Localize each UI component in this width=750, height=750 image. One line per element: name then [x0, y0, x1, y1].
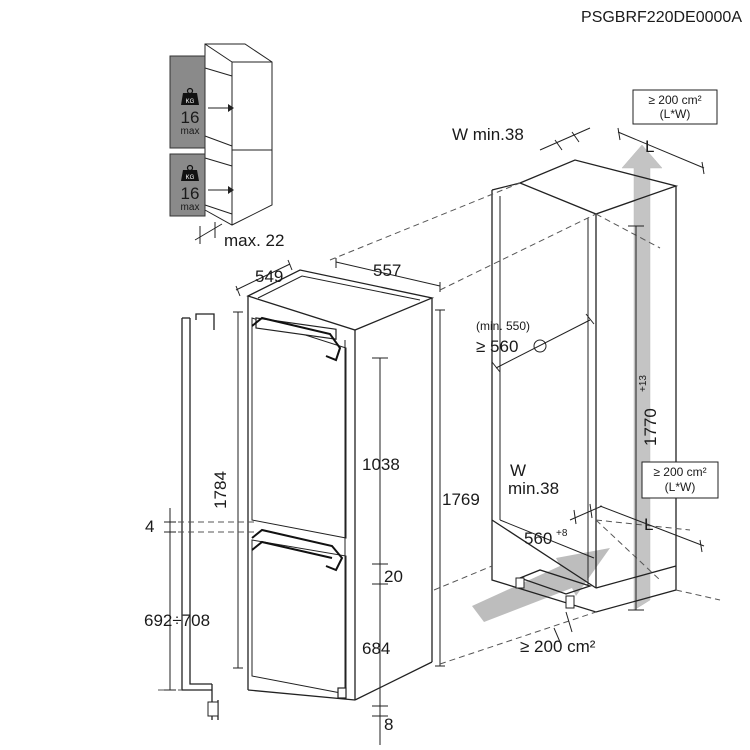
door-gap: 20 — [384, 567, 403, 586]
niche-height: 1770 — [641, 408, 660, 446]
depth-indicator-icon — [533, 339, 547, 353]
niche-width-tolerance: +8 — [556, 528, 568, 539]
niche-height-tolerance: +13 — [638, 375, 649, 392]
niche-drawing: ≥ 200 cm² (L*W) W min.38 L (min. 550) ≥ … — [329, 89, 721, 665]
svg-text:KG: KG — [186, 175, 195, 181]
appliance-drawing: 549 557 1784 1769 1038 20 684 8 — [211, 258, 480, 745]
lower-panel-max: max — [181, 202, 200, 213]
panel-thickness: max. 22 — [224, 231, 284, 250]
model-code: PSGBRF220DE0000A — [581, 9, 742, 26]
kg-weight-icon: KG — [181, 164, 199, 181]
top-vent-width: W min.38 — [452, 125, 524, 144]
top-vent-length: L — [645, 137, 654, 156]
kg-weight-icon: KG — [181, 87, 199, 105]
upper-panel-max: max — [181, 126, 200, 137]
bottom-vent-formula: (L*W) — [665, 480, 696, 494]
width-dimension: 549 — [255, 267, 283, 286]
top-vent-box — [632, 89, 718, 125]
lower-door-panel — [169, 153, 206, 217]
upper-door-height: 1038 — [362, 455, 400, 474]
bottom-vent-box — [641, 461, 719, 499]
top-vent-formula: (L*W) — [660, 107, 691, 121]
niche-width: 560 — [524, 529, 552, 548]
body-height-dimension: 1769 — [442, 490, 480, 509]
niche-depth: ≥ 560 — [476, 337, 518, 356]
lower-door-height: 684 — [362, 639, 390, 658]
plinth-vent-area: ≥ 200 cm² — [520, 637, 596, 656]
bottom-gap: 8 — [384, 715, 393, 734]
lower-panel-weight: 16 — [181, 184, 200, 203]
top-vent-area: ≥ 200 cm² — [648, 93, 701, 107]
door-fixing-profile: 4 692÷708 — [144, 313, 255, 720]
bottom-vent-area: ≥ 200 cm² — [653, 465, 706, 479]
fixing-range: 692÷708 — [144, 611, 210, 630]
total-height-dimension: 1784 — [211, 471, 230, 509]
depth-dimension: 557 — [373, 261, 401, 280]
airflow-arrow-up — [621, 144, 663, 611]
svg-text:KG: KG — [186, 99, 195, 105]
bottom-vent-w-min: min.38 — [508, 479, 559, 498]
fixing-offset: 4 — [145, 517, 154, 536]
door-panel-inset: KG 16 max KG 16 max max. 22 — [169, 43, 284, 250]
upper-panel-weight: 16 — [181, 108, 200, 127]
bottom-vent-w-label: W — [510, 461, 526, 480]
niche-depth-min: (min. 550) — [476, 319, 530, 333]
